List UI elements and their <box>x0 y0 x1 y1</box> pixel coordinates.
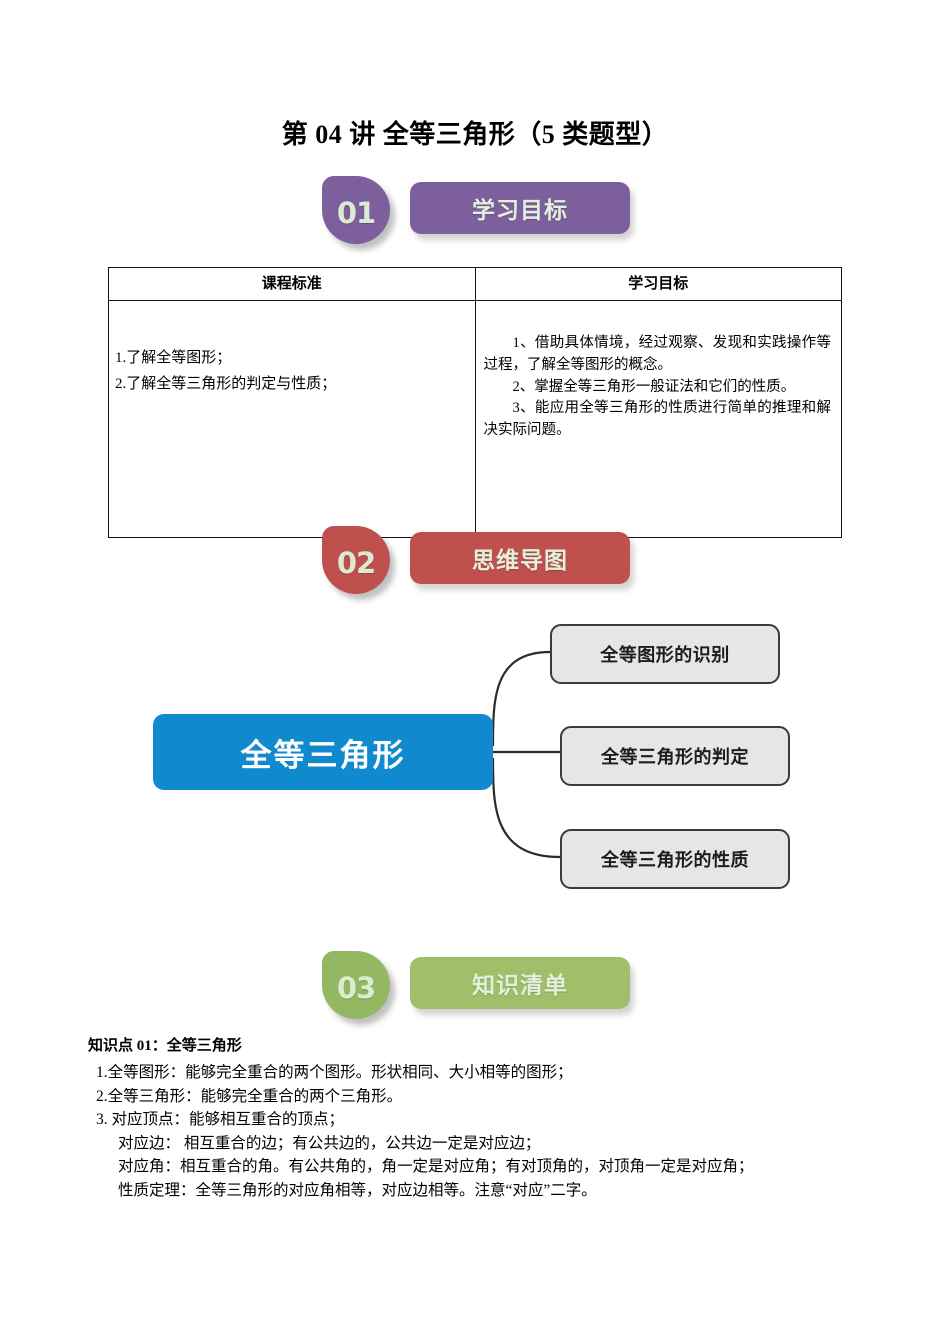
section-number-circle-03: 03 <box>322 951 390 1019</box>
mindmap-branch-label-2: 全等三角形的判定 <box>601 747 749 768</box>
mindmap-branch-node-1: 全等图形的识别 <box>550 624 780 684</box>
knowledge-line-3: 3. 对应顶点：能够相互重合的顶点； <box>96 1111 345 1129</box>
section-label-bar-01: 学习目标 <box>410 182 630 234</box>
knowledge-block: 知识点 01：全等三角形 1.全等图形：能够完全重合的两个图形。形状相同、大小相… <box>88 1034 878 1202</box>
knowledge-line-2: 2.全等三角形：能够完全重合的两个三角形。 <box>96 1087 403 1105</box>
knowledge-line-4: 对应边： 相互重合的边；有公共边的，公共边一定是对应边； <box>118 1134 541 1152</box>
mindmap-branch-node-2: 全等三角形的判定 <box>560 726 790 786</box>
section-label-02: 思维导图 <box>472 548 568 574</box>
mindmap-branch-node-3: 全等三角形的性质 <box>560 829 790 889</box>
connector-branch-1 <box>491 650 551 747</box>
mindmap-center-node: 全等三角形 <box>153 714 493 790</box>
section-number-02: 02 <box>336 546 376 580</box>
table-header-curriculum: 课程标准 <box>108 267 476 301</box>
mindmap-branch-label-1: 全等图形的识别 <box>600 645 730 666</box>
goal-item-2: 2、掌握全等三角形一般证法和它们的性质。 <box>512 378 796 395</box>
knowledge-heading: 知识点 01：全等三角形 <box>88 1038 242 1054</box>
curriculum-item-2: 2.了解全等三角形的判定与性质； <box>115 376 337 393</box>
section-number-circle-02: 02 <box>322 526 390 594</box>
section-number-01: 01 <box>336 196 376 230</box>
section-label-bar-02: 思维导图 <box>410 532 630 584</box>
mindmap-branch-label-3: 全等三角形的性质 <box>601 850 749 871</box>
section-number-03: 03 <box>336 971 376 1005</box>
page-title: 第 04 讲 全等三角形（5 类题型） <box>281 120 669 149</box>
table-cell-curriculum: 1.了解全等图形； 2.了解全等三角形的判定与性质； <box>108 300 476 538</box>
section-badge-01: 01 学习目标 <box>0 174 950 246</box>
connector-branch-3 <box>491 757 561 859</box>
section-badge-02: 02 思维导图 <box>0 524 950 596</box>
goal-item-3: 3、能应用全等三角形的性质进行简单的推理和解决实际问题。 <box>483 400 832 438</box>
section-label-03: 知识清单 <box>472 973 568 999</box>
section-badge-03: 03 知识清单 <box>0 949 950 1021</box>
section-label-bar-03: 知识清单 <box>410 957 630 1009</box>
mindmap-center-label: 全等三角形 <box>240 737 406 774</box>
section-label-01: 学习目标 <box>472 198 568 224</box>
knowledge-line-6: 性质定理：全等三角形的对应角相等，对应边相等。注意“对应”二字。 <box>118 1181 597 1199</box>
curriculum-item-1: 1.了解全等图形； <box>115 350 232 366</box>
knowledge-line-1: 1.全等图形：能够完全重合的两个图形。形状相同、大小相等的图形； <box>96 1064 573 1081</box>
objectives-table: 课程标准 学习目标 1.了解全等图形； 2.了解全等三角形的判定与性质； 1、借… <box>108 267 842 538</box>
goal-item-1: 1、借助具体情境，经过观察、发现和实践操作等过程，了解全等图形的概念。 <box>483 335 832 373</box>
knowledge-line-5: 对应角：相互重合的角。有公共角的，角一定是对应角；有对顶角的，对顶角一定是对应角… <box>118 1158 754 1176</box>
section-number-circle-01: 01 <box>322 176 390 244</box>
table-cell-goals: 1、借助具体情境，经过观察、发现和实践操作等过程，了解全等图形的概念。 2、掌握… <box>474 300 842 538</box>
table-row: 1.了解全等图形； 2.了解全等三角形的判定与性质； 1、借助具体情境，经过观察… <box>108 300 842 538</box>
